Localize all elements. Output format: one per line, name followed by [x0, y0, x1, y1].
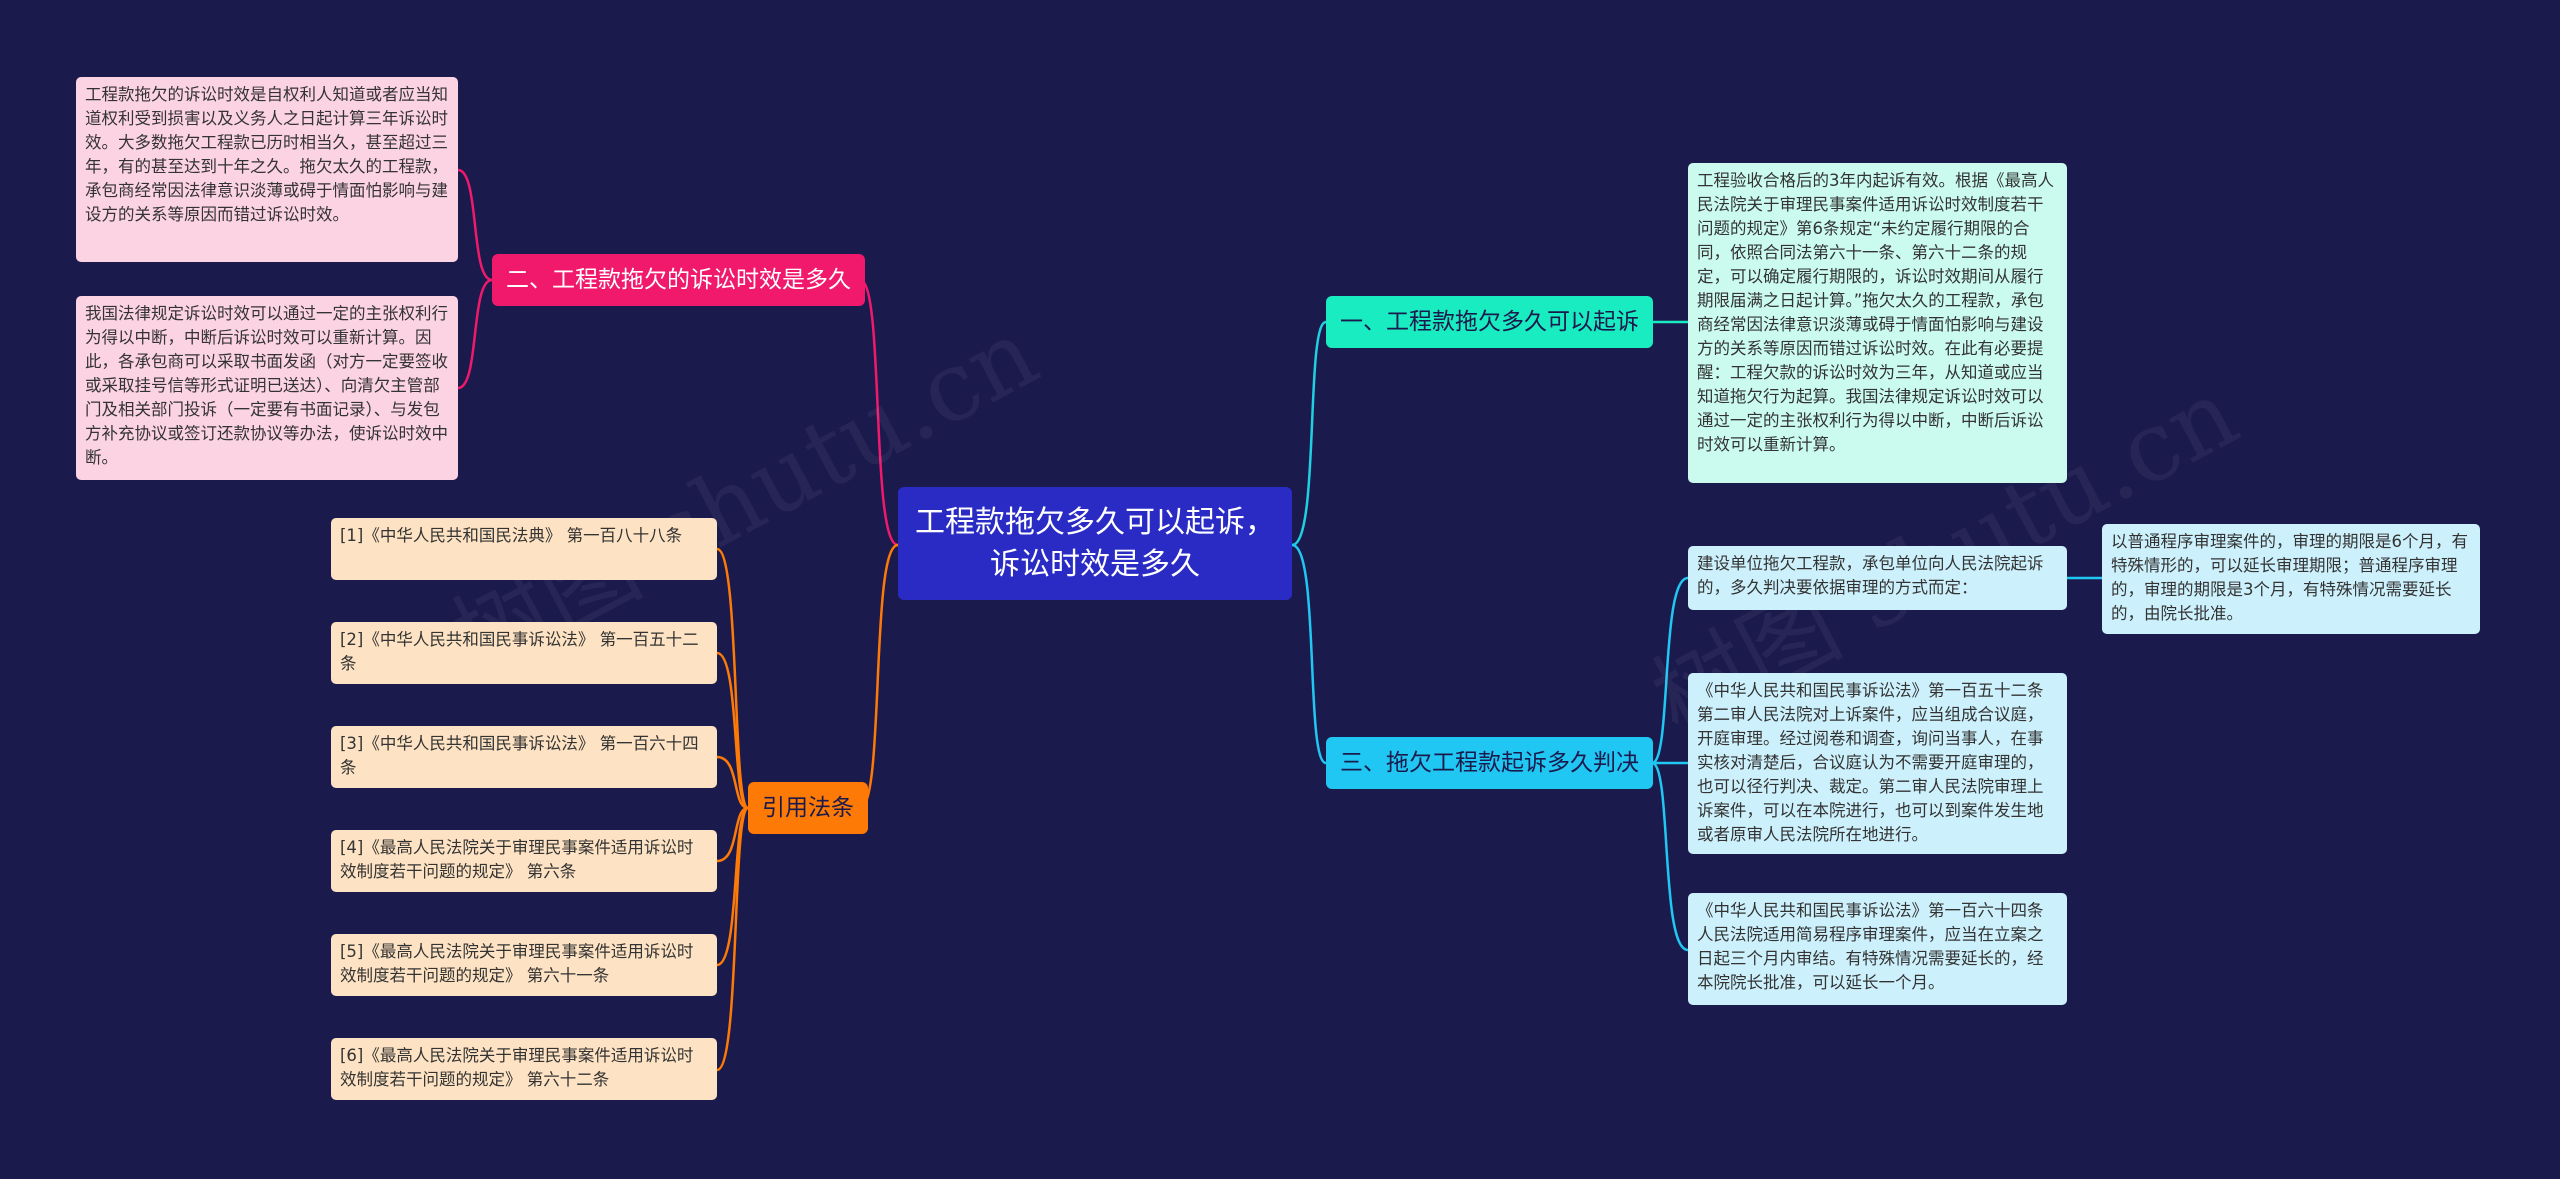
root-topic-label: 工程款拖欠多久可以起诉，诉讼时效是多久	[915, 504, 1275, 582]
leaf-text: 工程款拖欠的诉讼时效是自权利人知道或者应当知道权利受到损害以及义务人之日起计算三…	[85, 85, 448, 224]
leaf-text: 以普通程序审理案件的，审理的期限是6个月，有特殊情形的，可以延长审理期限；普通程…	[2111, 532, 2468, 623]
leaf-text: 《中华人民共和国民事诉讼法》第一百六十四条人民法院适用简易程序审理案件，应当在立…	[1697, 901, 2044, 992]
root-topic[interactable]: 工程款拖欠多久可以起诉，诉讼时效是多久	[898, 487, 1292, 600]
leaf-law-5[interactable]: [5]《最高人民法院关于审理民事案件适用诉讼时效制度若干问题的规定》 第六十一条	[331, 934, 717, 996]
leaf-second-instance[interactable]: 《中华人民共和国民事诉讼法》第一百五十二条第二审人民法院对上诉案件，应当组成合议…	[1688, 673, 2067, 854]
leaf-text: 我国法律规定诉讼时效可以通过一定的主张权利行为得以中断，中断后诉讼时效可以重新计…	[85, 304, 448, 467]
leaf-text: [5]《最高人民法院关于审理民事案件适用诉讼时效制度若干问题的规定》 第六十一条	[340, 942, 694, 985]
leaf-limitation-period[interactable]: 工程款拖欠的诉讼时效是自权利人知道或者应当知道权利受到损害以及义务人之日起计算三…	[76, 77, 458, 262]
branch-label: 二、工程款拖欠的诉讼时效是多久	[506, 267, 851, 293]
branch-statute-of-limitations[interactable]: 二、工程款拖欠的诉讼时效是多久	[492, 254, 865, 306]
leaf-text: [4]《最高人民法院关于审理民事案件适用诉讼时效制度若干问题的规定》 第六条	[340, 838, 694, 881]
leaf-text: 建设单位拖欠工程款，承包单位向人民法院起诉的，多久判决要依据审理的方式而定：	[1697, 554, 2044, 597]
leaf-summary-procedure[interactable]: 《中华人民共和国民事诉讼法》第一百六十四条人民法院适用简易程序审理案件，应当在立…	[1688, 893, 2067, 1005]
leaf-law-3[interactable]: [3]《中华人民共和国民事诉讼法》 第一百六十四条	[331, 726, 717, 788]
leaf-depends-on-procedure[interactable]: 建设单位拖欠工程款，承包单位向人民法院起诉的，多久判决要依据审理的方式而定：	[1688, 546, 2067, 610]
branch-when-to-sue[interactable]: 一、工程款拖欠多久可以起诉	[1326, 296, 1653, 348]
leaf-when-to-sue[interactable]: 工程验收合格后的3年内起诉有效。根据《最高人民法院关于审理民事案件适用诉讼时效制…	[1688, 163, 2067, 483]
leaf-law-1[interactable]: [1]《中华人民共和国民法典》 第一百八十八条	[331, 518, 717, 580]
branch-label: 三、拖欠工程款起诉多久判决	[1340, 750, 1639, 776]
leaf-law-4[interactable]: [4]《最高人民法院关于审理民事案件适用诉讼时效制度若干问题的规定》 第六条	[331, 830, 717, 892]
leaf-text: [3]《中华人民共和国民事诉讼法》 第一百六十四条	[340, 734, 699, 777]
leaf-text: 工程验收合格后的3年内起诉有效。根据《最高人民法院关于审理民事案件适用诉讼时效制…	[1697, 171, 2054, 454]
leaf-text: [6]《最高人民法院关于审理民事案件适用诉讼时效制度若干问题的规定》 第六十二条	[340, 1046, 694, 1089]
leaf-law-2[interactable]: [2]《中华人民共和国民事诉讼法》 第一百五十二条	[331, 622, 717, 684]
leaf-text: [1]《中华人民共和国民法典》 第一百八十八条	[340, 526, 683, 545]
leaf-law-6[interactable]: [6]《最高人民法院关于审理民事案件适用诉讼时效制度若干问题的规定》 第六十二条	[331, 1038, 717, 1100]
leaf-text: 《中华人民共和国民事诉讼法》第一百五十二条第二审人民法院对上诉案件，应当组成合议…	[1697, 681, 2044, 844]
leaf-ordinary-procedure[interactable]: 以普通程序审理案件的，审理的期限是6个月，有特殊情形的，可以延长审理期限；普通程…	[2102, 524, 2480, 634]
branch-judgment-time[interactable]: 三、拖欠工程款起诉多久判决	[1326, 737, 1653, 789]
branch-label: 引用法条	[762, 795, 854, 821]
branch-cited-laws[interactable]: 引用法条	[748, 782, 868, 834]
leaf-text: [2]《中华人民共和国民事诉讼法》 第一百五十二条	[340, 630, 699, 673]
branch-label: 一、工程款拖欠多久可以起诉	[1340, 309, 1639, 335]
leaf-limitation-interruption[interactable]: 我国法律规定诉讼时效可以通过一定的主张权利行为得以中断，中断后诉讼时效可以重新计…	[76, 296, 458, 480]
